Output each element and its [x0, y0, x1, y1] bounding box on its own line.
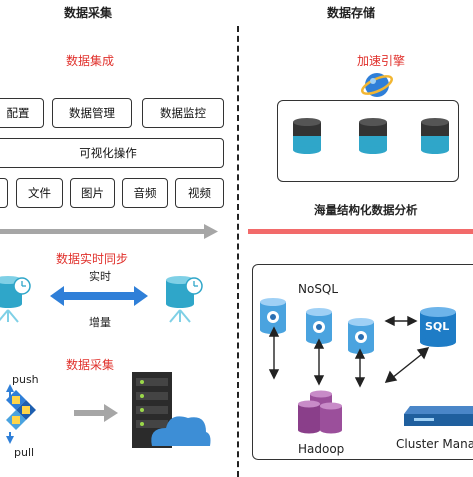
left-section-title: 数据采集 [64, 6, 113, 20]
engine-database-icon-1 [293, 118, 321, 154]
collection-title: 数据采集 [66, 358, 115, 372]
analysis-bar [248, 229, 473, 234]
nosql-label: NoSQL [298, 282, 339, 296]
file-box: 文件 [16, 178, 63, 208]
pull-label: pull [14, 446, 35, 459]
server-cloud-icon [132, 372, 211, 448]
cluster-manager-icon [404, 406, 473, 426]
hadoop-label: Hadoop [298, 442, 345, 456]
engine-database-icon-2 [359, 118, 387, 154]
collection-arrow [74, 404, 118, 422]
nosql-database-icon-3 [348, 318, 374, 354]
push-pull-hub-icon [6, 384, 36, 444]
partial-box [0, 178, 8, 208]
realtime-label: 实时 [89, 270, 111, 283]
target-database-clock-icon [166, 276, 203, 323]
engine-title: 加速引擎 [357, 54, 406, 68]
hadoop-database-icon [298, 390, 342, 434]
gray-flow-arrow [0, 224, 218, 239]
sql-label: SQL [425, 320, 450, 333]
analysis-title: 海量结构化数据分析 [314, 203, 418, 217]
storage-arrows [268, 315, 430, 388]
audio-box: 音频 [122, 178, 168, 208]
source-database-clock-icon [0, 276, 31, 323]
visual-operation-box: 可视化操作 [0, 138, 224, 168]
sync-title: 数据实时同步 [56, 252, 129, 266]
sql-database-icon [420, 307, 456, 347]
data-management-box: 数据管理 [52, 98, 132, 128]
push-label: push [12, 373, 39, 386]
globe-engine-icon [361, 73, 393, 97]
cluster-manager-label: Cluster Mana [396, 437, 473, 451]
nosql-database-icon-2 [306, 308, 332, 344]
integration-title: 数据集成 [66, 54, 115, 68]
storage-panel [252, 264, 473, 460]
incremental-label: 增量 [89, 316, 111, 329]
right-section-title: 数据存储 [327, 6, 376, 20]
section-divider [237, 26, 239, 477]
image-box: 图片 [70, 178, 115, 208]
sync-double-arrow [50, 286, 148, 306]
data-monitoring-box: 数据监控 [142, 98, 224, 128]
config-box: 配置 [0, 98, 44, 128]
engine-database-icon-3 [421, 118, 449, 154]
video-box: 视频 [175, 178, 224, 208]
